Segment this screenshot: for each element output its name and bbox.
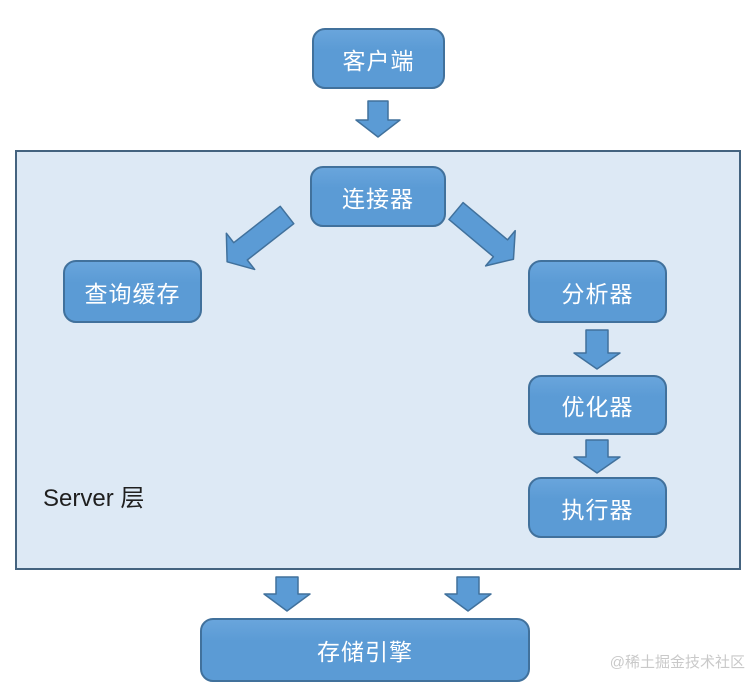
arrow-server-to-storage-right [444, 576, 492, 612]
node-client: 客户端 [312, 28, 445, 89]
arrow-client-to-server [355, 100, 401, 138]
node-analyzer: 分析器 [528, 260, 667, 323]
node-optimizer: 优化器 [528, 375, 667, 435]
arrow-server-to-storage-left [263, 576, 311, 612]
node-query-cache: 查询缓存 [63, 260, 202, 323]
watermark: @稀土掘金技术社区 [609, 654, 745, 671]
node-executor: 执行器 [528, 477, 667, 538]
server-layer-label: Server 层 [43, 485, 145, 512]
node-connector: 连接器 [310, 166, 446, 227]
node-storage-engine: 存储引擎 [200, 618, 530, 682]
